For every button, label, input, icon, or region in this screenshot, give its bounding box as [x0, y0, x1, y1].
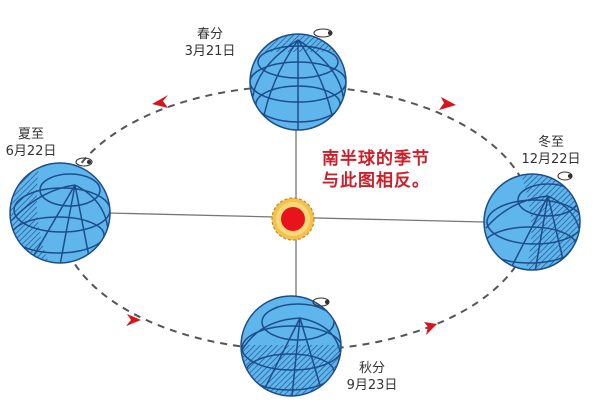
- earth-globe-spring: [249, 28, 347, 131]
- rotation-icon: [75, 157, 93, 167]
- earth-globe-winter: [483, 171, 581, 271]
- arrow-icon: [152, 95, 168, 108]
- rotation-icon: [557, 171, 573, 181]
- season-name: 秋分: [358, 361, 385, 376]
- season-name: 夏至: [17, 127, 44, 142]
- label-winter: 冬至 12月22日: [512, 134, 590, 168]
- season-date: 6月22日: [5, 144, 57, 159]
- southern-hemisphere-note: 南半球的季节 与此图相反。: [322, 148, 430, 192]
- note-line-2: 与此图相反。: [322, 171, 430, 191]
- label-autumn: 秋分 9月23日: [340, 360, 404, 394]
- label-summer: 夏至 6月22日: [0, 126, 62, 160]
- season-name: 冬至: [537, 135, 564, 150]
- season-date: 3月21日: [184, 44, 236, 59]
- season-date: 9月23日: [346, 378, 398, 393]
- arrow-icon: [126, 314, 141, 326]
- rotation-icon: [312, 297, 330, 307]
- arrow-icon: [439, 97, 456, 110]
- rotation-icon: [313, 28, 333, 38]
- earth-globe-autumn: [240, 295, 342, 397]
- arrow-icon: [424, 322, 437, 335]
- season-name: 春分: [196, 27, 223, 42]
- orbit-direction-arrows: [126, 95, 456, 335]
- label-spring: 春分 3月21日: [170, 26, 250, 60]
- note-line-1: 南半球的季节: [322, 149, 430, 169]
- earth-globe-summer: [9, 157, 111, 264]
- season-date: 12月22日: [521, 152, 581, 167]
- sun-icon: [271, 197, 315, 241]
